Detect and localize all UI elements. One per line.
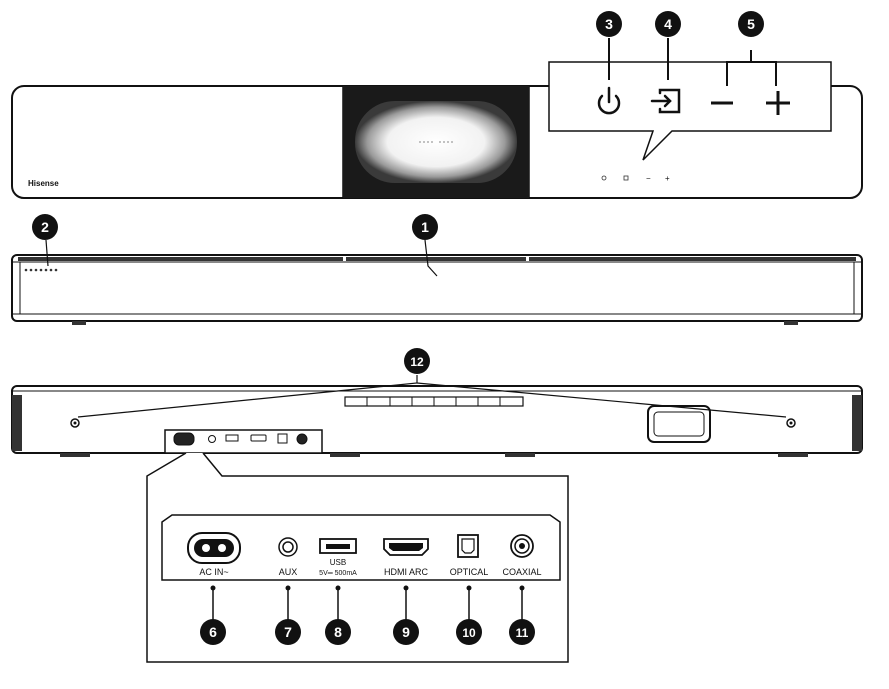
back-port-mini-icons (173, 432, 308, 446)
svg-text:7: 7 (284, 624, 292, 640)
rear-panel-zoom: AC IN~ AUX USB 5V═ 500mA HDMI ARC OPTICA… (146, 452, 569, 663)
small-input-icon (623, 175, 629, 181)
input-source-icon (650, 88, 681, 114)
svg-text:10: 10 (462, 626, 476, 640)
callout-12-leaders (77, 375, 787, 418)
small-power-icon (601, 175, 607, 181)
callout-2-leader (45, 239, 49, 267)
callout-2: 2 (32, 214, 58, 240)
callout-12: 12 (404, 348, 430, 374)
small-minus-label: − (646, 174, 651, 183)
status-indicator-leds (24, 268, 58, 272)
optical-label: OPTICAL (450, 567, 489, 577)
aux-label: AUX (279, 567, 298, 577)
callout-3: 3 (596, 11, 622, 37)
callout-1: 1 (412, 214, 438, 240)
coaxial-label: COAXIAL (502, 567, 541, 577)
callout-7: 7 (275, 619, 301, 645)
svg-text:1: 1 (421, 219, 429, 235)
display-dots (419, 141, 453, 143)
callout-9: 9 (393, 619, 419, 645)
back-port-recess (164, 429, 323, 454)
back-view-body (11, 385, 863, 454)
hdmi-arc-label: HDMI ARC (384, 567, 429, 577)
callout-6: 6 (200, 619, 226, 645)
rear-panel-plate (161, 514, 561, 581)
svg-text:5: 5 (747, 16, 755, 32)
usb-label: USB (330, 558, 346, 567)
top-view: Hisense − + (11, 38, 863, 199)
callout-4: 4 (655, 11, 681, 37)
small-plus-label: + (665, 174, 670, 183)
callout-5-bracket (726, 50, 777, 86)
power-icon (597, 86, 621, 115)
svg-text:6: 6 (209, 624, 217, 640)
svg-text:9: 9 (402, 624, 410, 640)
usb-rating-label: 5V═ 500mA (319, 570, 357, 577)
callout-markers: 1 2 3 4 5 6 7 8 (32, 11, 764, 645)
svg-text:3: 3 (605, 16, 613, 32)
svg-text:12: 12 (410, 355, 424, 369)
ac-in-label: AC IN~ (199, 567, 228, 577)
brand-logo: Hisense (28, 179, 59, 188)
volume-up-icon (766, 91, 790, 115)
callout-8: 8 (325, 619, 351, 645)
button-zoom-callout (548, 61, 832, 161)
front-view (11, 239, 863, 325)
svg-text:8: 8 (334, 624, 342, 640)
svg-text:11: 11 (516, 626, 529, 640)
svg-text:4: 4 (664, 16, 672, 32)
callout-1-leader (424, 239, 438, 277)
callout-10: 10 (456, 619, 482, 645)
callout-11: 11 (509, 619, 535, 645)
svg-text:2: 2 (41, 219, 49, 235)
callout-5: 5 (738, 11, 764, 37)
back-view (11, 375, 863, 457)
small-control-icons (601, 175, 629, 181)
display-glow (355, 101, 517, 183)
front-view-body (11, 254, 863, 322)
